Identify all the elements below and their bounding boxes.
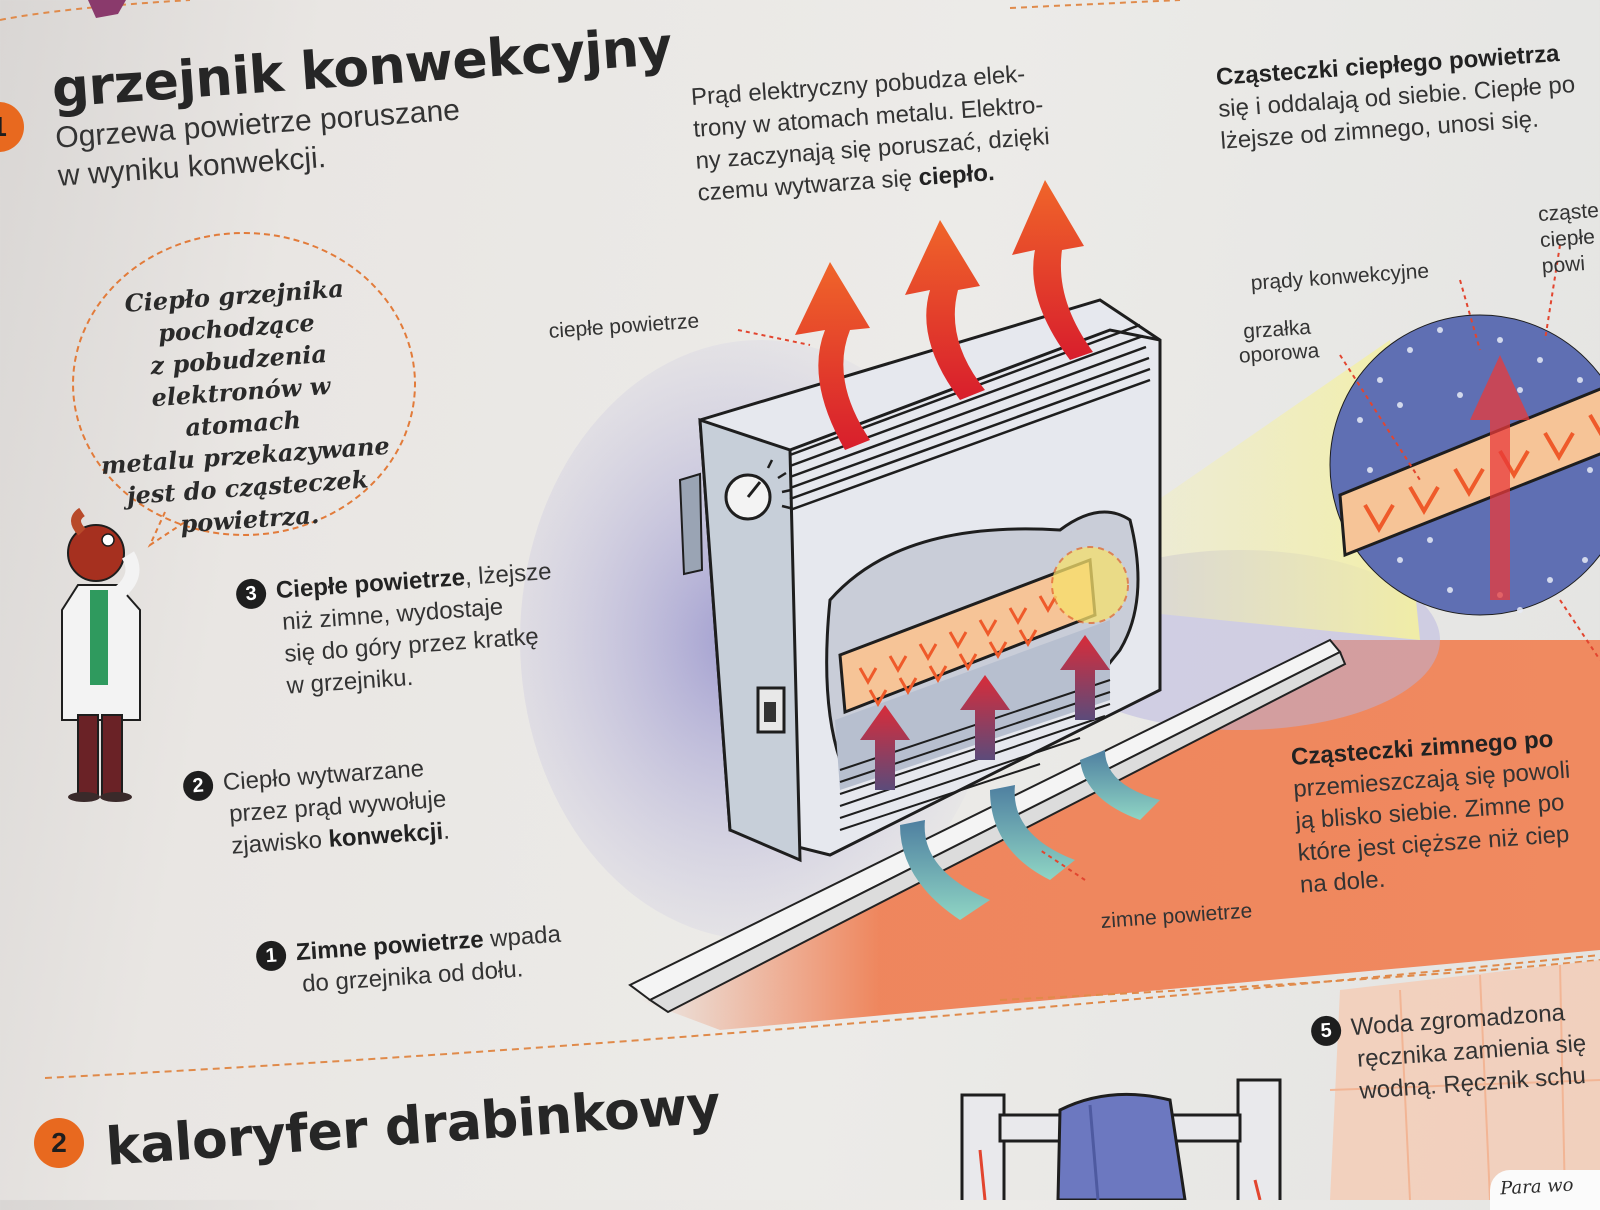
speech-bubble-text: Ciepło grzejnika pochodzące z pobudzenia…	[100, 273, 391, 539]
step-5-number: 5	[1310, 1014, 1343, 1047]
corner-callout: Para wo	[1490, 1170, 1600, 1210]
right-middle-explanation: Cząsteczki zimnego po przemieszczają się…	[1290, 725, 1572, 899]
section-2-badge: 2	[34, 1118, 84, 1168]
corner-callout-text: Para wo	[1499, 1174, 1575, 1200]
label-heating-element: grzałka oporowa	[1238, 315, 1321, 368]
label-warm-particles-partial: cząste ciepłe powi	[1537, 198, 1600, 279]
step-2-number: 2	[182, 769, 215, 802]
step-1-number: 1	[255, 939, 288, 972]
speech-bubble	[72, 232, 416, 536]
scientist-character	[61, 507, 141, 802]
step-3-number: 3	[235, 577, 268, 610]
